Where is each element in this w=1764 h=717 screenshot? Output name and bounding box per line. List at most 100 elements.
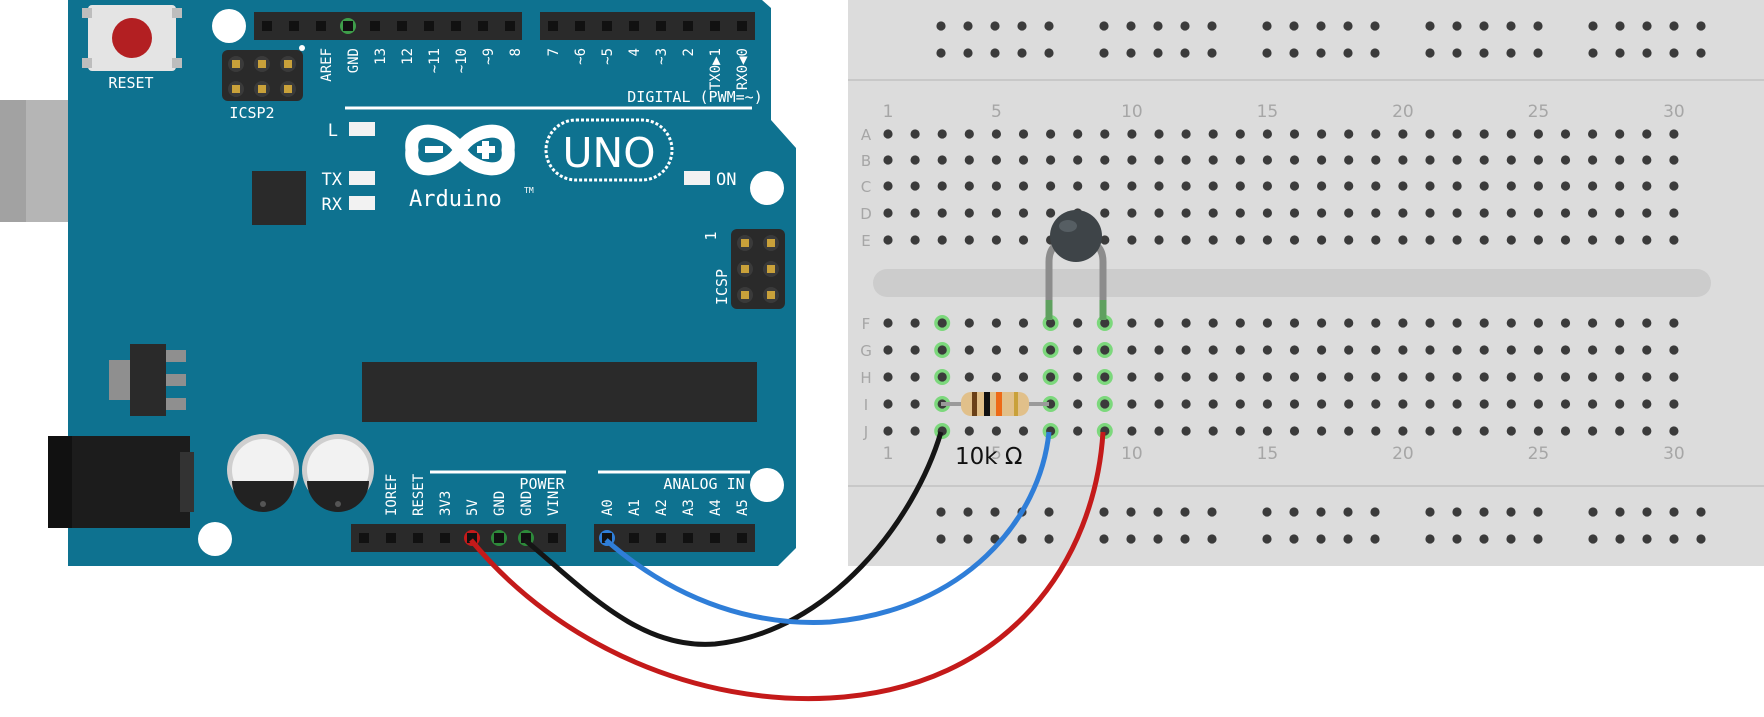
breadboard-hole[interactable] <box>1262 426 1272 436</box>
breadboard-hole[interactable] <box>1289 21 1299 31</box>
breadboard-hole[interactable] <box>963 534 973 544</box>
breadboard-hole[interactable] <box>1046 399 1056 409</box>
breadboard-hole[interactable] <box>1262 372 1272 382</box>
breadboard-hole[interactable] <box>1344 372 1354 382</box>
header-pin[interactable] <box>602 533 612 543</box>
breadboard-hole[interactable] <box>1452 155 1462 165</box>
breadboard-hole[interactable] <box>1100 399 1110 409</box>
breadboard-hole[interactable] <box>1533 372 1543 382</box>
breadboard-hole[interactable] <box>1289 208 1300 218</box>
breadboard-hole[interactable] <box>1642 235 1652 245</box>
breadboard-hole[interactable] <box>1398 155 1408 165</box>
breadboard-hole[interactable] <box>1073 129 1083 139</box>
breadboard-hole[interactable] <box>1506 507 1516 517</box>
breadboard-hole[interactable] <box>1154 372 1164 382</box>
breadboard-hole[interactable] <box>1126 507 1136 517</box>
breadboard-hole[interactable] <box>883 155 893 165</box>
breadboard-hole[interactable] <box>883 399 893 409</box>
breadboard-hole[interactable] <box>1669 235 1679 245</box>
breadboard-hole[interactable] <box>1208 345 1218 355</box>
breadboard-hole[interactable] <box>1262 181 1272 191</box>
breadboard-hole[interactable] <box>1208 181 1218 191</box>
breadboard-hole[interactable] <box>1642 426 1652 436</box>
header-pin[interactable] <box>289 21 299 31</box>
breadboard-hole[interactable] <box>1207 507 1217 517</box>
breadboard-hole[interactable] <box>964 181 974 191</box>
breadboard-hole[interactable] <box>1560 129 1571 139</box>
breadboard-hole[interactable] <box>1154 129 1164 139</box>
breadboard-hole[interactable] <box>1154 426 1164 436</box>
breadboard-hole[interactable] <box>1371 426 1381 436</box>
breadboard-hole[interactable] <box>1208 372 1218 382</box>
breadboard-hole[interactable] <box>1425 345 1435 355</box>
breadboard-hole[interactable] <box>1262 48 1272 58</box>
breadboard-hole[interactable] <box>1262 235 1272 245</box>
breadboard-hole[interactable] <box>1506 534 1516 544</box>
breadboard-hole[interactable] <box>1533 534 1543 544</box>
breadboard-hole[interactable] <box>910 426 920 436</box>
breadboard-hole[interactable] <box>1533 345 1543 355</box>
breadboard-hole[interactable] <box>1289 534 1299 544</box>
breadboard-hole[interactable] <box>991 345 1002 355</box>
breadboard-hole[interactable] <box>937 129 947 139</box>
breadboard-hole[interactable] <box>936 534 946 544</box>
breadboard-hole[interactable] <box>1073 318 1083 328</box>
breadboard-hole[interactable] <box>1046 372 1056 382</box>
breadboard-hole[interactable] <box>1073 399 1083 409</box>
breadboard-hole[interactable] <box>1344 235 1354 245</box>
breadboard-hole[interactable] <box>1479 345 1489 355</box>
breadboard-hole[interactable] <box>1479 48 1489 58</box>
breadboard-hole[interactable] <box>1316 21 1326 31</box>
breadboard-hole[interactable] <box>1615 21 1625 31</box>
breadboard-hole[interactable] <box>1669 372 1679 382</box>
breadboard-hole[interactable] <box>1344 208 1354 218</box>
breadboard-hole[interactable] <box>1046 129 1056 139</box>
breadboard-hole[interactable] <box>1425 21 1435 31</box>
breadboard-hole[interactable] <box>1289 129 1300 139</box>
breadboard-hole[interactable] <box>936 21 946 31</box>
breadboard-hole[interactable] <box>1262 318 1272 328</box>
breadboard-hole[interactable] <box>1180 21 1190 31</box>
breadboard-hole[interactable] <box>1452 426 1462 436</box>
breadboard-hole[interactable] <box>1533 426 1543 436</box>
breadboard-hole[interactable] <box>1506 21 1516 31</box>
breadboard-hole[interactable] <box>1100 372 1110 382</box>
breadboard-hole[interactable] <box>1317 155 1327 165</box>
breadboard-hole[interactable] <box>1181 155 1191 165</box>
breadboard-hole[interactable] <box>1289 181 1300 191</box>
breadboard-hole[interactable] <box>1127 181 1137 191</box>
breadboard-hole[interactable] <box>936 507 946 517</box>
header-pin[interactable] <box>467 533 477 543</box>
breadboard-hole[interactable] <box>1343 534 1353 544</box>
breadboard-hole[interactable] <box>1046 345 1056 355</box>
breadboard-hole[interactable] <box>1642 534 1652 544</box>
breadboard-hole[interactable] <box>1452 507 1462 517</box>
breadboard-hole[interactable] <box>1696 534 1706 544</box>
breadboard-hole[interactable] <box>1317 399 1327 409</box>
breadboard-hole[interactable] <box>1127 208 1137 218</box>
breadboard-hole[interactable] <box>1669 399 1679 409</box>
breadboard-hole[interactable] <box>1207 534 1217 544</box>
breadboard-hole[interactable] <box>1588 345 1598 355</box>
breadboard-hole[interactable] <box>1588 21 1598 31</box>
breadboard-hole[interactable] <box>1154 235 1164 245</box>
breadboard-hole[interactable] <box>1425 507 1435 517</box>
breadboard-hole[interactable] <box>991 426 1002 436</box>
breadboard-hole[interactable] <box>1073 345 1083 355</box>
breadboard-hole[interactable] <box>1452 534 1462 544</box>
breadboard-hole[interactable] <box>1370 48 1380 58</box>
breadboard-hole[interactable] <box>1588 318 1598 328</box>
breadboard-hole[interactable] <box>1560 318 1571 328</box>
breadboard-hole[interactable] <box>1425 318 1435 328</box>
breadboard-hole[interactable] <box>1235 235 1245 245</box>
header-pin[interactable] <box>370 21 380 31</box>
breadboard-hole[interactable] <box>964 372 974 382</box>
breadboard-hole[interactable] <box>1371 235 1381 245</box>
breadboard-hole[interactable] <box>1343 21 1353 31</box>
breadboard-hole[interactable] <box>1425 399 1435 409</box>
breadboard-hole[interactable] <box>1073 426 1083 436</box>
breadboard-hole[interactable] <box>1588 181 1598 191</box>
header-pin[interactable] <box>343 21 353 31</box>
header-pin[interactable] <box>737 533 747 543</box>
breadboard-hole[interactable] <box>1615 426 1625 436</box>
